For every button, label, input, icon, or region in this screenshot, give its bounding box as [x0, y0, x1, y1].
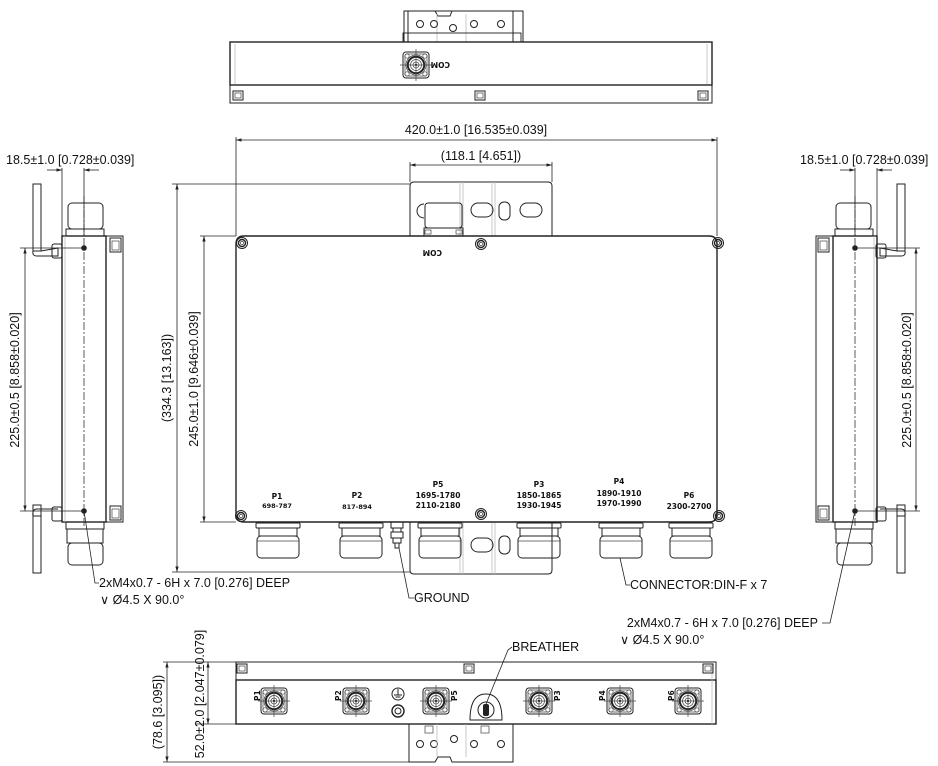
ground-stud	[390, 521, 404, 549]
right-side-view: 225.0±0.5 [8.858±0.020] 18.5±1.0 [0.728±…	[620, 153, 928, 647]
connector-p6	[668, 522, 714, 559]
svg-text:1695-1780: 1695-1780	[416, 491, 461, 500]
connector-p5	[417, 522, 463, 559]
left-countersink-callout: ∨ Ø4.5 X 90.0°	[100, 593, 184, 607]
ground-icon	[391, 687, 405, 718]
left-offset-dim: 18.5±1.0 [0.728±0.039]	[6, 153, 134, 167]
port-label-p3: P3 1850-1865 1930-1945	[517, 480, 562, 510]
body-depth-dim: 52.0±2.0 [2.047±0.079]	[193, 630, 207, 758]
overall-depth-dim: (78.6 [3.095])	[151, 675, 165, 749]
top-com-label: COM	[431, 60, 450, 69]
breather-icon	[469, 693, 503, 721]
overall-width-dim: 420.0±1.0 [16.535±0.039]	[405, 123, 547, 137]
bottom-connector-p2	[339, 684, 373, 718]
bottom-label-p4: P4	[598, 690, 607, 701]
bottom-connector-p3	[522, 684, 556, 718]
svg-text:P2: P2	[352, 491, 363, 500]
bottom-view: P1 P2 P5 P3 P4 P6 BREATHER (78.6 [3.095]…	[151, 630, 717, 763]
ground-callout: GROUND	[414, 591, 470, 605]
left-side-view: 225.0±0.5 [8.858±0.020] 18.5±1.0 [0.728±…	[6, 153, 290, 607]
bottom-label-p5: P5	[450, 690, 459, 701]
bottom-label-p6: P6	[667, 690, 676, 701]
svg-text:817-894: 817-894	[342, 503, 372, 511]
bottom-connector-p1	[257, 684, 291, 718]
right-countersink-callout: ∨ Ø4.5 X 90.0°	[620, 633, 704, 647]
connector-p1	[255, 522, 301, 559]
port-label-p4: P4 1890-1910 1970-1990	[597, 477, 642, 508]
svg-text:1970-1990: 1970-1990	[597, 499, 642, 508]
svg-text:1850-1865: 1850-1865	[517, 491, 562, 500]
bottom-label-p3: P3	[553, 690, 562, 701]
port-label-p5: P5 1695-1780 2110-2180	[416, 480, 461, 510]
port-label-p6: P6 2300-2700	[667, 491, 712, 511]
connector-p4	[598, 522, 644, 559]
front-com-label: COM	[423, 248, 442, 257]
port-label-p2: P2 817-894	[342, 491, 372, 511]
svg-text:698-787: 698-787	[262, 502, 292, 510]
bracket-width-dim: (118.1 [4.651])	[441, 149, 521, 163]
breather-callout: BREATHER	[512, 640, 579, 654]
svg-text:2110-2180: 2110-2180	[416, 501, 461, 510]
top-view: COM	[229, 10, 713, 104]
svg-text:P1: P1	[272, 492, 283, 501]
right-offset-dim: 18.5±1.0 [0.728±0.039]	[800, 153, 928, 167]
front-view: COM P1 698-787 P2 817-894 P5 1695-1780 2…	[234, 181, 726, 575]
connector-p3	[516, 522, 562, 559]
svg-text:P4: P4	[614, 477, 625, 486]
overall-height-dim: (334.3 [13.163])	[160, 334, 174, 422]
connector-callout: CONNECTOR:DIN-F x 7	[630, 578, 767, 592]
svg-text:2300-2700: 2300-2700	[667, 502, 712, 511]
left-hole-spacing-dim: 225.0±0.5 [8.858±0.020]	[8, 312, 22, 447]
body-height-dim: 245.0±1.0 [9.646±0.039]	[187, 311, 201, 446]
left-thread-callout: 2xM4x0.7 - 6H x 7.0 [0.276] DEEP	[99, 576, 290, 590]
right-hole-spacing-dim: 225.0±0.5 [8.858±0.020]	[900, 312, 914, 447]
callouts: GROUND CONNECTOR:DIN-F x 7	[398, 547, 767, 605]
svg-text:1890-1910: 1890-1910	[597, 489, 642, 498]
bottom-label-p2: P2	[334, 690, 343, 701]
bottom-connector-p6	[671, 684, 705, 718]
svg-text:P3: P3	[534, 480, 545, 489]
bottom-connector-p4	[603, 684, 637, 718]
connector-p2	[338, 522, 384, 559]
bottom-connector-p5	[419, 684, 453, 718]
bottom-label-p1: P1	[253, 690, 262, 701]
port-label-p1: P1 698-787	[262, 492, 292, 510]
front-dimensions: 420.0±1.0 [16.535±0.039] (118.1 [4.651])…	[160, 123, 718, 573]
svg-text:P6: P6	[684, 491, 695, 500]
svg-text:1930-1945: 1930-1945	[517, 501, 562, 510]
svg-text:P5: P5	[433, 480, 444, 489]
right-thread-callout: 2xM4x0.7 - 6H x 7.0 [0.276] DEEP	[627, 616, 818, 630]
